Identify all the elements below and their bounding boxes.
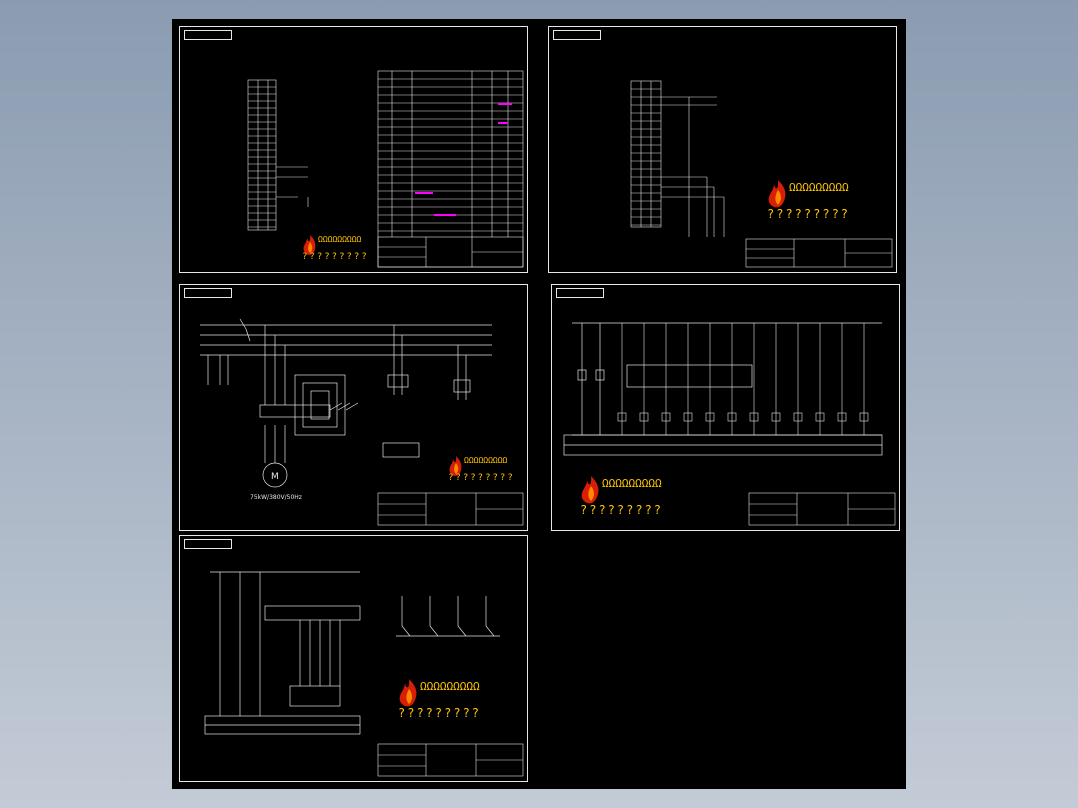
relay-coil xyxy=(749,412,759,422)
motor-label: 75kW/380V/50Hz xyxy=(250,494,302,501)
relay-coil xyxy=(771,412,781,422)
sheet-control-circuit-2[interactable]: ΩΩΩΩΩΩΩΩΩ ????????? xyxy=(179,535,528,782)
watermark-caption: ????????? xyxy=(448,473,515,483)
watermark-stripe: ΩΩΩΩΩΩΩΩΩ xyxy=(318,235,362,244)
sheet-parts-list[interactable]: ΩΩΩΩΩΩΩΩΩ ????????? xyxy=(179,26,528,273)
sheet-tag xyxy=(184,539,232,549)
control-title-block xyxy=(748,492,896,526)
relay-coil xyxy=(617,412,627,422)
main-circuit-drawing: M 75kW/380V/50Hz xyxy=(200,318,524,526)
relay-coil xyxy=(705,412,715,422)
motor-symbol: M xyxy=(271,472,279,482)
watermark-caption: ????????? xyxy=(302,252,369,262)
flame-icon xyxy=(399,679,417,707)
relay-coil xyxy=(639,412,649,422)
watermark-stripe: ΩΩΩΩΩΩΩΩΩ xyxy=(602,477,662,490)
control-circuit-2-drawing xyxy=(204,571,524,777)
relay-coil xyxy=(727,412,737,422)
sheet-control-circuit[interactable]: ΩΩΩΩΩΩΩΩΩ ????????? xyxy=(551,284,900,531)
watermark-logo: ΩΩΩΩΩΩΩΩΩ ????????? xyxy=(398,678,498,722)
sheet-tag xyxy=(184,30,232,40)
watermark-logo: ΩΩΩΩΩΩΩΩΩ ????????? xyxy=(302,234,372,268)
relay-coil xyxy=(793,412,803,422)
sheet-tag xyxy=(553,30,601,40)
watermark-logo: ΩΩΩΩΩΩΩΩΩ ????????? xyxy=(580,475,680,519)
parts-list-drawing xyxy=(247,70,524,268)
watermark-stripe: ΩΩΩΩΩΩΩΩΩ xyxy=(464,456,508,465)
terminal-wiring-drawing xyxy=(630,80,893,268)
sheet-main-circuit[interactable]: M 75kW/380V/50Hz ΩΩΩΩΩΩΩΩΩ ????????? xyxy=(179,284,528,531)
relay-coil xyxy=(661,412,671,422)
watermark-logo: ΩΩΩΩΩΩΩΩΩ ????????? xyxy=(767,179,867,223)
watermark-stripe: ΩΩΩΩΩΩΩΩΩ xyxy=(420,680,480,693)
flame-icon xyxy=(449,456,462,476)
watermark-logo: ΩΩΩΩΩΩΩΩΩ ????????? xyxy=(448,455,518,489)
watermark-stripe: ΩΩΩΩΩΩΩΩΩ xyxy=(789,181,849,194)
sheet-tag xyxy=(556,288,604,298)
sheet-tag xyxy=(184,288,232,298)
flame-icon xyxy=(581,476,599,504)
relay-coil xyxy=(859,412,869,422)
relay-coil xyxy=(815,412,825,422)
watermark-caption: ????????? xyxy=(767,207,851,221)
flame-icon xyxy=(303,235,316,255)
watermark-caption: ????????? xyxy=(580,503,664,517)
watermark-caption: ????????? xyxy=(398,706,482,720)
drawing-canvas[interactable]: ΩΩΩΩΩΩΩΩΩ ????????? xyxy=(172,19,906,789)
relay-coil xyxy=(683,412,693,422)
flame-icon xyxy=(768,180,786,208)
relay-coil xyxy=(837,412,847,422)
control-circuit-drawing xyxy=(563,322,883,456)
sheet-terminal-wiring[interactable]: ΩΩΩΩΩΩΩΩΩ ????????? xyxy=(548,26,897,273)
